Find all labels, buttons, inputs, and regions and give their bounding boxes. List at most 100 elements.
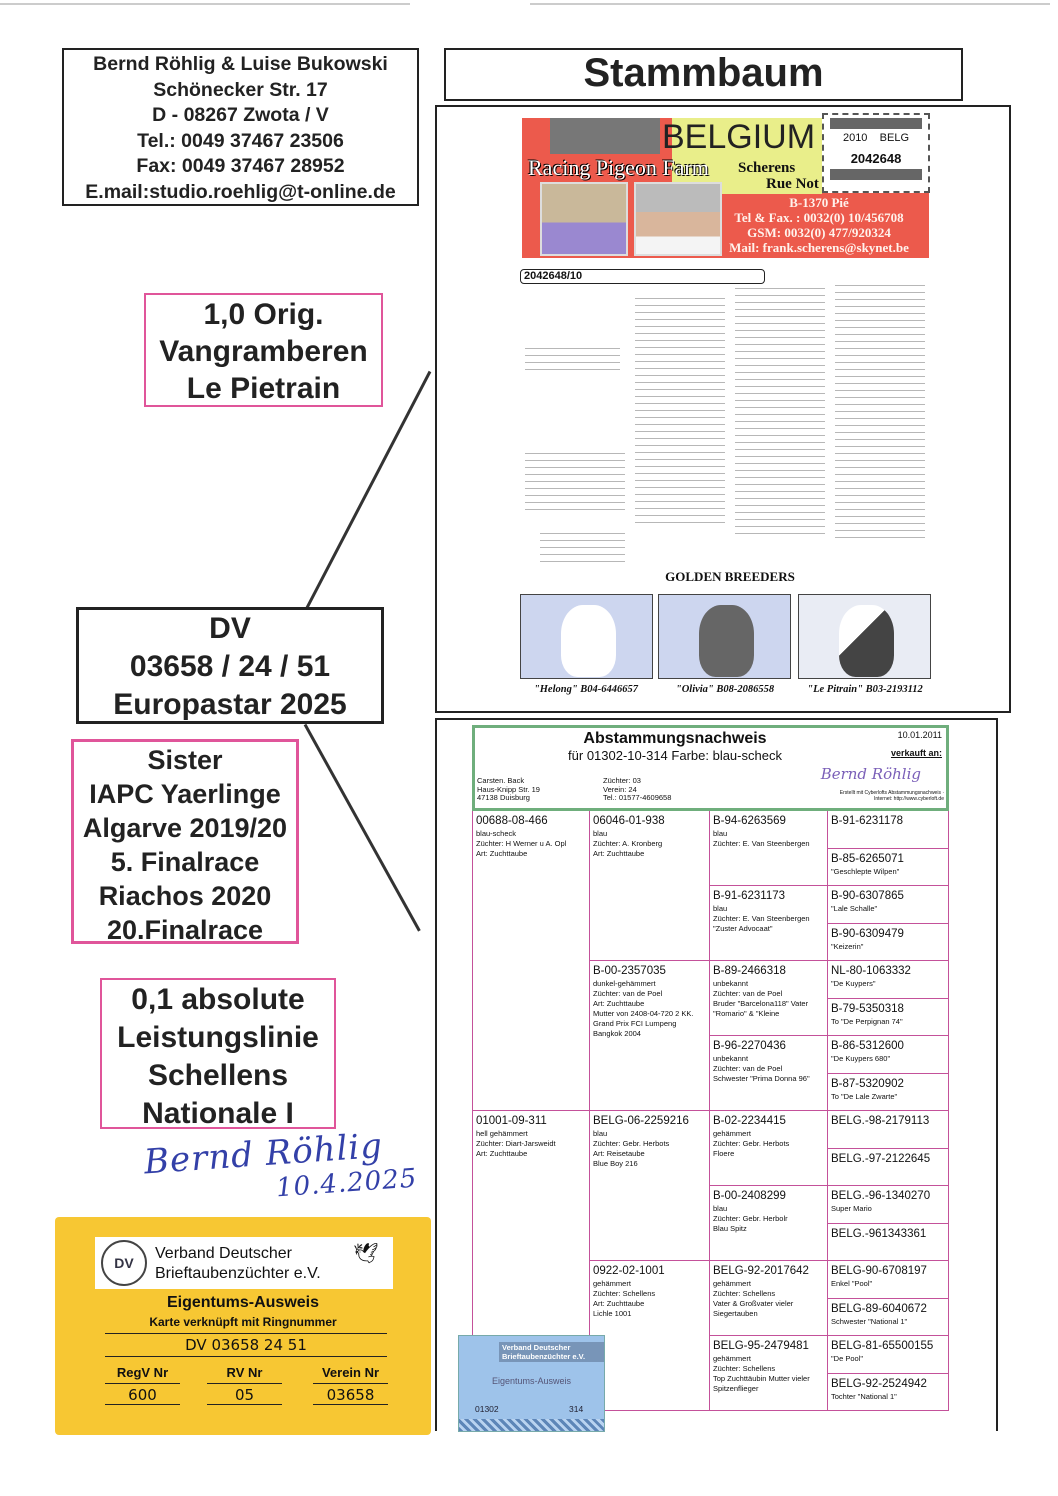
ring-number: BELG-89-6040672	[831, 1302, 927, 1315]
field-value: 05	[207, 1384, 282, 1405]
card-title: Eigentums-Ausweis	[166, 1294, 320, 1311]
connector-line-mother	[303, 723, 421, 932]
pigeon-figure	[839, 605, 894, 677]
ring-number: BELG.-961343361	[831, 1227, 927, 1240]
ring-number: B-00-2408299	[713, 1190, 786, 1202]
pigeon-figure	[699, 605, 754, 677]
pedigree-detail: Blue Boy 216	[593, 1159, 638, 1168]
pedigree-detail: "Zuster Advocaat"	[713, 924, 773, 933]
father-line: Vangramberen	[159, 335, 368, 368]
owner-address-box: Bernd Röhlig & Luise Bukowski Schönecker…	[62, 48, 419, 206]
pedigree-detail: "De Pool"	[831, 1354, 864, 1363]
pedigree-detail: gehämmert	[713, 1279, 751, 1288]
pedigree-detail: Schwester "National 1"	[831, 1316, 908, 1326]
blue-card-org: Verband Deutscher Brieftaubenzüchter e.V…	[499, 1342, 604, 1362]
ring-number: 0922-02-1001	[593, 1265, 665, 1277]
pedigree-cell-gen4: BELG.-97-2122645	[828, 1148, 949, 1186]
pedigree-detail: unbekannt	[713, 979, 749, 988]
card-band	[830, 118, 922, 129]
pedigree-detail: "Keizerin"	[831, 941, 864, 951]
field-value: 600	[105, 1384, 180, 1405]
sister-line: Algarve 2019/20	[82, 813, 288, 843]
address-line: Tel.: 0049 37467 23506	[137, 129, 344, 152]
pedigree-detail: Art: Zuchttaube	[593, 849, 645, 858]
ring-number: B-86-5312600	[831, 1040, 904, 1052]
ring-number: B-00-2357035	[593, 965, 666, 977]
pedigree-cell-gen4: B-91-6231178	[828, 811, 949, 849]
sister-line: 5. Finalrace	[110, 847, 260, 877]
ring-number: BELG-81-65500155	[831, 1340, 934, 1352]
pedigree-detail: Züchter: E. Van Steenbergen	[713, 839, 810, 848]
info-line: Tel.: 01577-4609658	[603, 793, 672, 802]
pedigree-number: 2042648/10	[520, 269, 765, 284]
pedigree-cell-gen4: B-86-5312600"De Kuypers 680"	[828, 1036, 949, 1074]
pedigree-detail: Enkel "Pool"	[831, 1279, 873, 1288]
pedigree-detail: Züchter: E. Van Steenbergen	[713, 914, 810, 923]
pedigree-detail: Bruder "Barcelona118" Vater "Romario" & …	[713, 999, 809, 1018]
pedigree-detail: Züchter: Diart-Jarsweidt	[476, 1139, 556, 1148]
sister-results-box: Sister IAPC Yaerlinge Algarve 2019/20 5.…	[71, 739, 299, 945]
ring-number: B-89-2466318	[713, 965, 786, 977]
breeder-info: Züchter: 03 Verein: 24 Tel.: 01577-46096…	[603, 776, 672, 803]
pedigree-detail: unbekannt	[713, 1054, 749, 1063]
pedigree-detail: blau	[593, 829, 608, 838]
address-line: Fax: 0049 37467 28952	[136, 155, 345, 177]
pedigree-detail: gehämmert	[713, 1129, 751, 1138]
bird-id-box: DV 03658 / 24 / 51 Europastar 2025	[76, 607, 384, 724]
pedigree-detail: Züchter: van de Poel	[593, 989, 663, 998]
banner-mail: Mail: frank.scherens@skynet.be	[729, 240, 909, 255]
sister-line: Riachos 2020	[98, 881, 272, 911]
ring-number: BELG-92-2524942	[831, 1377, 927, 1390]
ring-number: BELG-90-6708197	[831, 1265, 927, 1277]
pedigree-detail: Züchter: van de Poel	[713, 1064, 783, 1073]
pedigree-text-gen4	[835, 282, 925, 540]
field-label: Verein Nr	[313, 1365, 388, 1384]
pedigree-detail: "Geschlepte Wilpen"	[831, 866, 900, 876]
mother-label-box: 0,1 absolute Leistungslinie Schellens Na…	[100, 978, 336, 1130]
org-line: Verband Deutscher	[155, 1245, 292, 1262]
pedigree-detail: Züchter: Schellens	[593, 1289, 656, 1298]
ring-number: B-87-5320902	[831, 1077, 904, 1090]
pedigree-detail: Züchter: Gebr. Herbots	[713, 1139, 790, 1148]
breeder-photo	[634, 182, 722, 256]
ring-number: BELG-95-2479481	[713, 1340, 809, 1352]
address-line: Schönecker Str. 17	[153, 78, 328, 101]
pedigree-detail: Floere	[713, 1149, 735, 1158]
pedigree-detail: Züchter: Schellens	[713, 1289, 776, 1298]
bird-line: DV	[209, 612, 251, 645]
pedigree-detail: Züchter: van de Poel	[713, 989, 783, 998]
pedigree-cell-gen4: BELG.-98-2179113	[828, 1111, 949, 1149]
pedigree-detail: Art: Reisetaube	[593, 1149, 645, 1158]
banner-yellow-panel	[672, 118, 822, 194]
sold-to-label: verkauft an:	[890, 748, 942, 758]
pedigree-subtitle: für 01302-10-314 Farbe: blau-scheck	[568, 748, 782, 763]
ring-number: B-85-6265071	[831, 852, 904, 865]
mother-line: Schellens	[147, 1059, 289, 1092]
pedigree-detail: dunkel-gehämmert	[593, 979, 656, 988]
mother-line: Leistungslinie	[117, 1021, 319, 1054]
ring-year: 2010	[842, 132, 868, 144]
pedigree-detail: To "De Perpignan 74"	[831, 1016, 903, 1026]
ring-number: B-91-6231173	[713, 890, 786, 902]
sister-line: 20.Finalrace	[106, 915, 264, 945]
pedigree-text-gen1	[525, 450, 625, 510]
sister-line: IAPC Yaerlinge	[89, 779, 281, 809]
pedigree-detail: blau-scheck	[476, 829, 517, 838]
banner-city: B-1370 Pié	[789, 195, 849, 210]
pedigree-detail: Schwester "Prima Donna 96"	[713, 1074, 810, 1083]
father-line: 1,0 Orig.	[203, 298, 324, 331]
address-line: Bernd Röhlig & Luise Bukowski	[93, 53, 388, 75]
pedigree-text-gen1	[525, 345, 620, 375]
banner-tel: Tel & Fax. : 0032(0) 10/456708	[734, 210, 904, 225]
address-line: Carsten. Back	[477, 776, 525, 785]
